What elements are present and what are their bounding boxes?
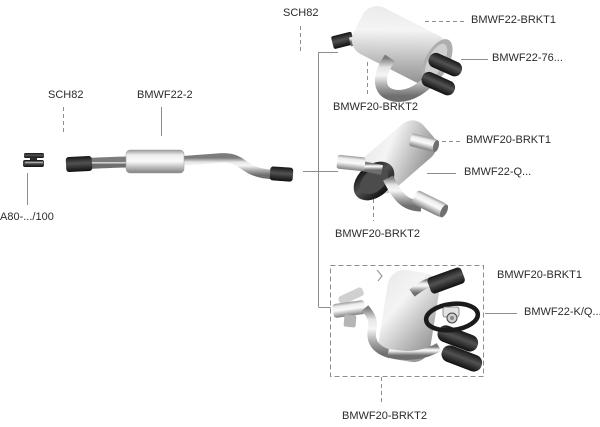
variant3-dashed-box bbox=[330, 265, 484, 377]
variant3-inlet-pipe bbox=[332, 300, 366, 318]
variant3-hanger-rod bbox=[376, 269, 383, 282]
variant2-inlet-tip bbox=[336, 154, 366, 172]
label-variant3-kit: BMWF22-K/Q... bbox=[524, 306, 600, 318]
variant3-inlet-flange bbox=[338, 287, 364, 305]
valve-kit-grommet-center bbox=[450, 316, 454, 320]
variant3-lower-pipe bbox=[386, 343, 442, 360]
variant2-upper-tip bbox=[409, 133, 438, 152]
variant2-upper-tip-face bbox=[432, 140, 440, 152]
label-variant2-bracket1: BMWF20-BRKT1 bbox=[466, 134, 551, 146]
label-variant2-tailpipe: BMWF22-Q... bbox=[464, 166, 532, 178]
center-resonator bbox=[125, 149, 185, 174]
label-variant3-bracket1: BMWF20-BRKT1 bbox=[497, 269, 582, 281]
variant3-elbow-pipe bbox=[361, 305, 392, 359]
clamp-image bbox=[23, 153, 44, 167]
center-pipe-left-tip bbox=[65, 155, 93, 173]
label-variant2-bracket2: BMWF20-BRKT2 bbox=[335, 228, 420, 240]
clamp-bottom-band bbox=[23, 160, 44, 167]
variant1-upper-tip bbox=[428, 52, 463, 77]
label-variant1-bracket2: BMWF20-BRKT2 bbox=[333, 101, 418, 113]
clamp-center-block bbox=[30, 156, 37, 162]
variant1-lower-tip bbox=[421, 71, 456, 96]
label-sch82-left: SCH82 bbox=[48, 89, 84, 101]
valve-cable-loop bbox=[423, 301, 481, 333]
variant1-muffler-image bbox=[331, 6, 463, 103]
variant3-body bbox=[378, 269, 440, 363]
variant1-down-pipe bbox=[375, 54, 439, 103]
label-clamp: A80-.../100 bbox=[0, 211, 54, 223]
variant2-lower-tip bbox=[412, 190, 447, 217]
variant2-muffler-image bbox=[336, 120, 449, 218]
center-pipe-right-tip bbox=[269, 166, 294, 182]
label-variant1-tailpipe: BMWF22-76... bbox=[492, 52, 563, 64]
label-variant3-bracket2: BMWF20-BRKT2 bbox=[342, 410, 427, 422]
center-pipe-rear-section bbox=[179, 153, 287, 180]
variant3-upper-tip bbox=[427, 267, 465, 294]
label-center-pipe: BMWF22-2 bbox=[137, 89, 193, 101]
variant3-lower-rear-tip bbox=[441, 345, 483, 372]
clamp-top-band bbox=[24, 153, 44, 158]
variant3-inlet-bracket bbox=[343, 314, 357, 328]
clamp-highlight bbox=[25, 161, 43, 164]
valve-cable-kit-image bbox=[423, 301, 481, 333]
center-pipe-image bbox=[65, 149, 294, 182]
label-sch82-top: SCH82 bbox=[283, 7, 319, 19]
label-variant1-bracket1: BMWF22-BRKT1 bbox=[471, 14, 556, 26]
variant2-lower-tip-face bbox=[439, 204, 449, 218]
variant1-inlet-tip bbox=[331, 31, 354, 49]
connector-lines bbox=[27, 21, 517, 404]
variant3-muffler-image bbox=[332, 267, 483, 372]
